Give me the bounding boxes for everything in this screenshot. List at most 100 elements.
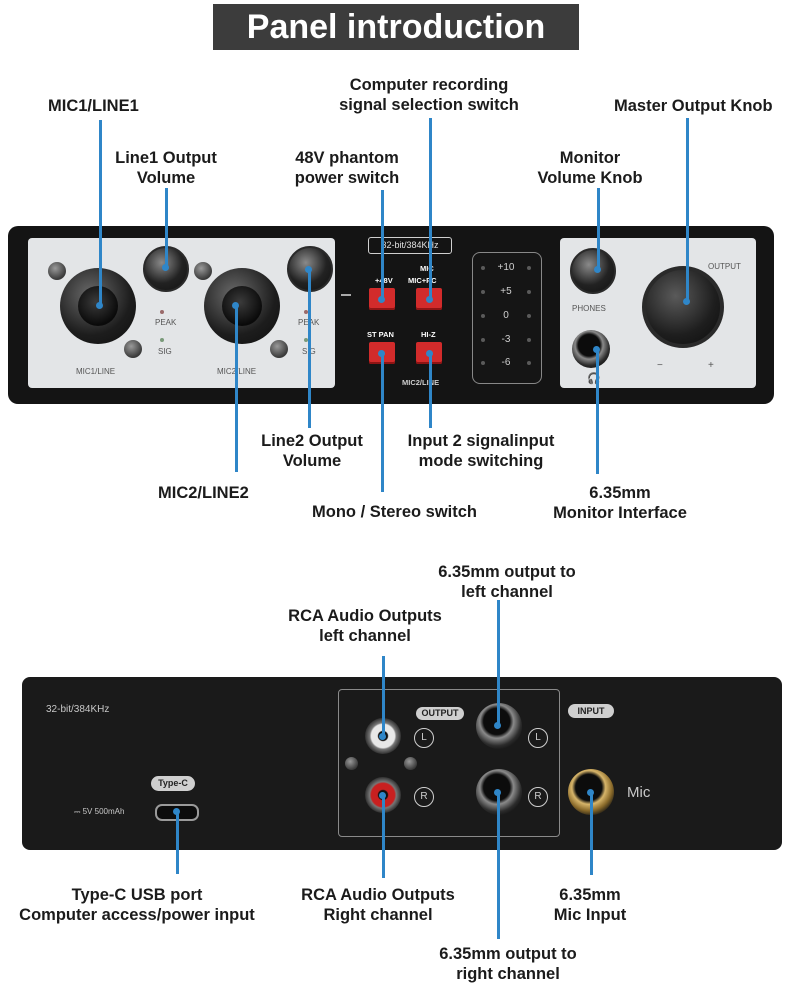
pointer-line bbox=[429, 352, 432, 428]
label-recording-switch: Computer recording signal selection swit… bbox=[318, 75, 540, 115]
pointer-line bbox=[165, 188, 168, 268]
pointer-line bbox=[686, 118, 689, 302]
label-line: Line1 Output bbox=[115, 149, 217, 167]
label-line: left channel bbox=[461, 583, 553, 601]
label-line: Line2 Output bbox=[261, 432, 363, 450]
label-line: RCA Audio Outputs bbox=[301, 886, 455, 904]
pointer-dot bbox=[593, 346, 600, 353]
label-mic-input: 6.35mm Mic Input bbox=[540, 885, 640, 925]
master-output-knob[interactable] bbox=[642, 266, 724, 348]
meter-label: +5 bbox=[500, 286, 512, 297]
label-master-knob: Master Output Knob bbox=[614, 97, 773, 115]
label-line: Mic Input bbox=[553, 906, 627, 924]
pointer-line bbox=[596, 350, 599, 474]
pointer-line bbox=[429, 118, 432, 300]
meter-label: -3 bbox=[501, 334, 511, 345]
rear-panel bbox=[22, 677, 782, 850]
headphone-icon: 🎧 bbox=[587, 373, 601, 385]
label-monitor-knob: Monitor Volume Knob bbox=[515, 148, 665, 188]
label-line: mode switching bbox=[418, 452, 544, 470]
pointer-dot bbox=[378, 350, 385, 357]
screw-icon bbox=[270, 340, 288, 358]
label-line: right channel bbox=[456, 965, 560, 983]
meter-led bbox=[481, 266, 485, 270]
screw-icon bbox=[48, 262, 66, 280]
micpc-mode-label: MIC+PC bbox=[408, 276, 437, 285]
pointer-line bbox=[382, 796, 385, 878]
mic1-line-label: MIC1/LINE bbox=[76, 367, 116, 376]
headphone-jack[interactable] bbox=[572, 330, 610, 368]
mic-label: Mic bbox=[627, 784, 651, 801]
pointer-line bbox=[497, 793, 500, 939]
indicator-dash bbox=[341, 294, 351, 296]
label-mic1: MIC1/LINE1 bbox=[48, 97, 139, 115]
pointer-dot bbox=[494, 789, 501, 796]
screw-icon bbox=[194, 262, 212, 280]
sig-led bbox=[160, 338, 164, 342]
label-line: Volume bbox=[136, 169, 196, 187]
output-section bbox=[338, 689, 560, 837]
monitor-volume-knob[interactable] bbox=[570, 248, 616, 294]
label-line: Monitor bbox=[559, 149, 621, 167]
typec-pill: Type-C bbox=[151, 776, 195, 791]
input-pill: INPUT bbox=[568, 704, 614, 718]
label-out-left-635: 6.35mm output to left channel bbox=[418, 562, 596, 602]
pointer-dot bbox=[587, 789, 594, 796]
pointer-dot bbox=[232, 302, 239, 309]
minus-mark: − bbox=[657, 360, 663, 371]
meter-led bbox=[527, 361, 531, 365]
meter-label: -6 bbox=[501, 357, 511, 368]
label-line: left channel bbox=[319, 627, 411, 645]
pointer-line bbox=[382, 656, 385, 736]
screw-icon bbox=[404, 757, 417, 770]
screw-icon bbox=[345, 757, 358, 770]
label-mic2: MIC2/LINE2 bbox=[158, 484, 249, 502]
peak-label: PEAK bbox=[155, 318, 177, 327]
pointer-dot bbox=[426, 296, 433, 303]
mic2-jack-socket bbox=[222, 286, 262, 326]
label-line: 6.35mm bbox=[589, 484, 651, 502]
btn-hiz-label: HI-Z bbox=[421, 330, 436, 339]
pointer-line bbox=[590, 793, 593, 875]
pointer-dot bbox=[379, 733, 386, 740]
output-right-marker: R bbox=[528, 787, 548, 807]
label-line: Computer access/power input bbox=[19, 906, 255, 924]
output-label: OUTPUT bbox=[708, 262, 741, 271]
meter-led bbox=[481, 338, 485, 342]
mic2line-label: MIC2/LINE bbox=[402, 378, 440, 387]
peak-led bbox=[304, 310, 308, 314]
pointer-line bbox=[597, 188, 600, 270]
pointer-dot bbox=[378, 296, 385, 303]
pointer-dot bbox=[173, 808, 180, 815]
pointer-line bbox=[308, 270, 311, 428]
spec-label: 32-bit/384KHz bbox=[368, 237, 452, 254]
pointer-dot bbox=[594, 266, 601, 273]
meter-led bbox=[527, 266, 531, 270]
pointer-line bbox=[381, 190, 384, 300]
pointer-line bbox=[235, 306, 238, 472]
screw-icon bbox=[124, 340, 142, 358]
label-line1-output: Line1 Output Volume bbox=[110, 148, 222, 188]
label-line: 6.35mm output to bbox=[439, 945, 577, 963]
sig-label: SIG bbox=[158, 347, 172, 356]
phones-label: PHONES bbox=[572, 304, 606, 313]
plus-mark: + bbox=[708, 360, 714, 371]
peak-led bbox=[160, 310, 164, 314]
label-line: Monitor Interface bbox=[553, 504, 687, 522]
label-line2-output: Line2 Output Volume bbox=[252, 431, 372, 471]
label-phantom: 48V phantom power switch bbox=[282, 148, 412, 188]
page-title: Panel introduction bbox=[213, 4, 579, 50]
pointer-dot bbox=[305, 266, 312, 273]
label-line: Input 2 signalinput bbox=[407, 432, 555, 450]
label-mono-stereo: Mono / Stereo switch bbox=[312, 503, 478, 521]
pointer-dot bbox=[162, 264, 169, 271]
label-out-right-635: 6.35mm output to right channel bbox=[416, 944, 600, 984]
label-monitor-interface: 6.35mm Monitor Interface bbox=[540, 483, 700, 523]
pointer-dot bbox=[426, 350, 433, 357]
power-spec-label: ⎓ 5V 500mAh bbox=[74, 807, 125, 816]
sig-led bbox=[304, 338, 308, 342]
label-line: Type-C USB port bbox=[71, 886, 203, 904]
meter-led bbox=[481, 361, 485, 365]
meter-led bbox=[527, 314, 531, 318]
label-line: Computer recording bbox=[349, 76, 509, 94]
